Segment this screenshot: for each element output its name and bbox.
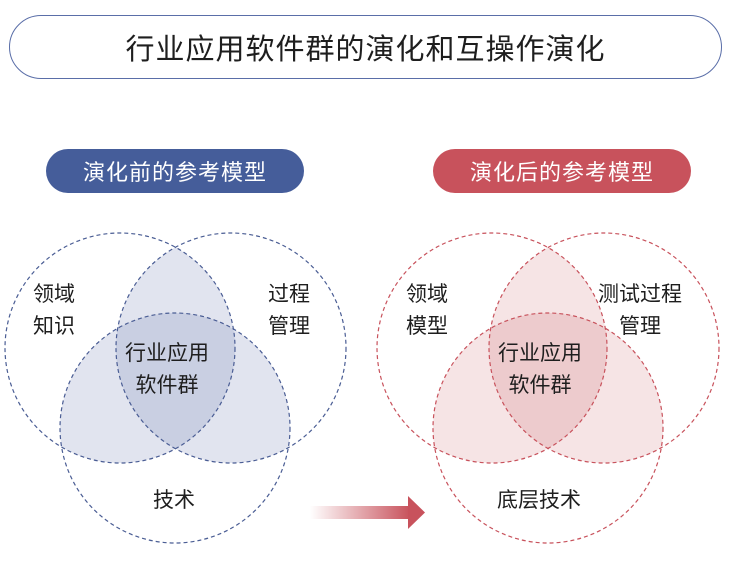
- after-model-label: 演化后的参考模型: [433, 149, 691, 193]
- after-label-top-right: 测试过程管理: [598, 282, 682, 338]
- before-venn: [4, 232, 347, 544]
- after-venn: [376, 232, 720, 544]
- after-label-text: 演化后的参考模型: [469, 161, 654, 186]
- title-text: 行业应用软件群的演化和互操作演化: [125, 32, 606, 66]
- circle-process-management: [115, 232, 347, 464]
- before-label-bottom: 技术: [153, 488, 195, 512]
- before-label-top-left: 领域知识: [33, 282, 75, 338]
- after-label-center: 行业应用软件群: [498, 341, 582, 397]
- after-label-top-left: 领域模型: [406, 282, 448, 338]
- circle-test-process-management: [488, 232, 720, 464]
- circle-technology: [59, 312, 291, 544]
- before-label-center: 行业应用软件群: [125, 341, 209, 397]
- before-model-label: 演化前的参考模型: [46, 149, 304, 193]
- circle-domain-knowledge: [4, 232, 236, 464]
- circle-underlying-technology: [432, 312, 664, 544]
- before-label-top-right: 过程管理: [268, 282, 310, 338]
- evolution-arrow-icon: [310, 496, 425, 529]
- circle-domain-model: [376, 232, 608, 464]
- before-label-text: 演化前的参考模型: [82, 161, 267, 186]
- diagram-title: 行业应用软件群的演化和互操作演化: [9, 15, 722, 79]
- after-label-bottom: 底层技术: [497, 488, 581, 512]
